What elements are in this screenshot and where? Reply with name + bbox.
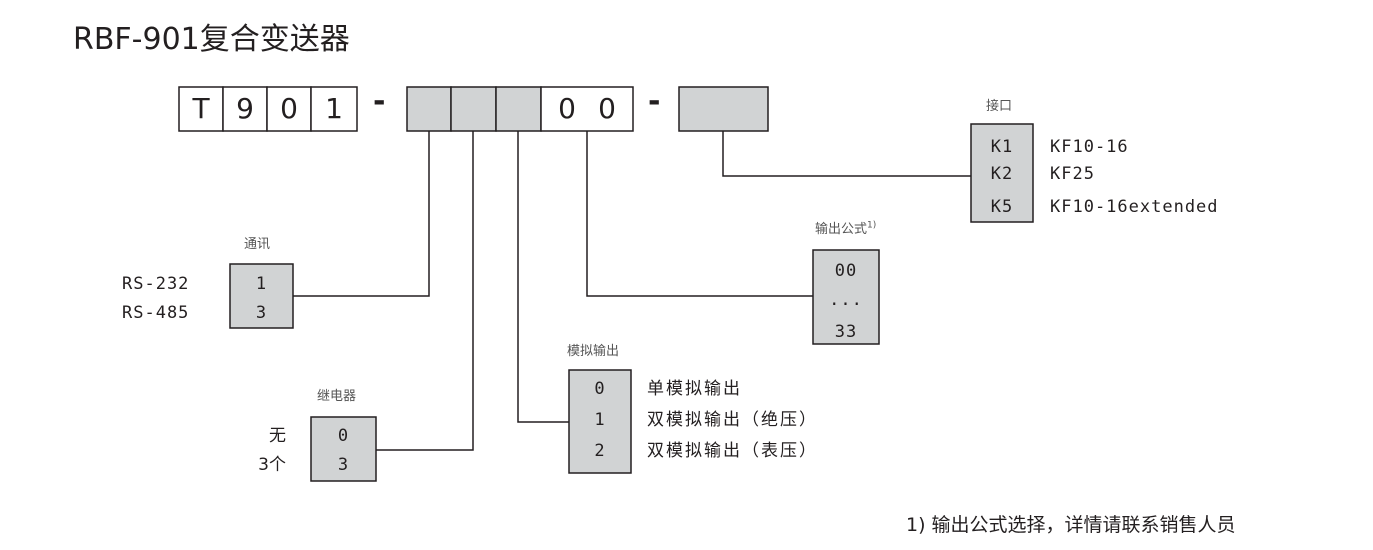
analog-text-single: 单模拟输出	[647, 379, 742, 399]
analog-code-2: 2	[594, 441, 606, 461]
slot-analog	[495, 86, 542, 132]
analog-code-1: 1	[594, 410, 606, 430]
interface-text-k2: KF25	[1050, 164, 1095, 184]
relay-text-three: 3个	[258, 455, 286, 475]
formula-footnote-mark: 1)	[867, 220, 877, 231]
slot-interface	[678, 86, 769, 132]
analog-box	[568, 369, 632, 474]
interface-text-k1: KF10-16	[1050, 137, 1129, 157]
formula-label: 输出公式1)	[815, 218, 876, 237]
code-char-t: T	[192, 92, 210, 125]
interface-box	[970, 123, 1034, 223]
relay-box	[310, 416, 377, 482]
code-dash-2: -	[648, 84, 661, 119]
connector-relay	[376, 131, 474, 451]
formula-option-00: 00	[834, 261, 858, 281]
slot-comm	[406, 86, 452, 132]
relay-code-0: 0	[337, 426, 350, 446]
analog-code-0: 0	[594, 379, 606, 399]
analog-text-dual-gauge: 双模拟输出（表压）	[647, 441, 818, 461]
relay-label: 继电器	[317, 389, 357, 404]
comm-code-1: 1	[255, 274, 268, 294]
code-zero-1: 0	[558, 92, 576, 125]
connector-interface	[722, 131, 971, 177]
comm-code-3: 3	[255, 303, 268, 323]
connector-comm	[293, 131, 430, 297]
formula-box	[812, 249, 880, 345]
code-char-9: 9	[236, 92, 254, 125]
analog-label: 模拟输出	[567, 344, 620, 359]
code-box-0	[266, 86, 312, 132]
code-char-1: 1	[325, 92, 343, 125]
analog-text-dual-abs: 双模拟输出（绝压）	[647, 410, 818, 430]
formula-option-33: 33	[834, 322, 858, 342]
footnote: 1) 输出公式选择，详情请联系销售人员	[906, 514, 1236, 536]
comm-text-rs485: RS-485	[122, 303, 190, 323]
code-dash: -	[373, 84, 386, 119]
formula-option-ellipsis: ...	[829, 290, 863, 310]
relay-code-3: 3	[337, 455, 350, 475]
comm-text-rs232: RS-232	[122, 274, 190, 294]
code-box-t	[178, 86, 224, 132]
page-title: RBF-901复合变送器	[73, 22, 350, 57]
interface-code-k2: K2	[990, 164, 1014, 184]
interface-code-k1: K1	[990, 137, 1014, 157]
code-box-9	[222, 86, 268, 132]
comm-box	[229, 263, 294, 329]
connector-analog	[517, 131, 569, 423]
code-zero-2: 0	[598, 92, 616, 125]
interface-text-k5: KF10-16extended	[1050, 197, 1219, 217]
formula-label-text: 输出公式	[815, 222, 868, 237]
comm-label: 通讯	[244, 237, 271, 252]
slot-relay	[450, 86, 497, 132]
code-box-1	[310, 86, 358, 132]
code-char-0: 0	[280, 92, 298, 125]
interface-code-k5: K5	[990, 197, 1014, 217]
connector-formula	[586, 131, 813, 297]
interface-label: 接口	[986, 99, 1013, 114]
relay-text-none: 无	[269, 426, 286, 446]
